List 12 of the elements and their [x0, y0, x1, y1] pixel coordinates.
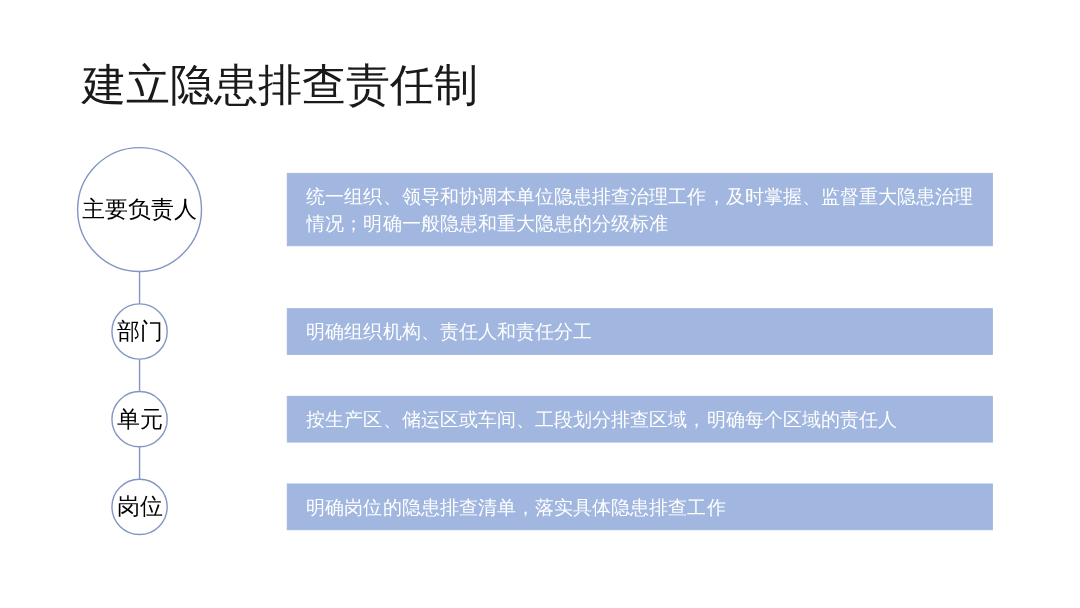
node-box: 明确岗位的隐患排查清单，落实具体隐患排查工作 — [286, 483, 993, 531]
connector — [138, 446, 141, 480]
node-box: 按生产区、储运区或车间、工段划分排查区域，明确每个区域的责任人 — [286, 395, 993, 443]
node-circle: 主要负责人 — [76, 146, 203, 273]
connector — [138, 358, 141, 393]
node-box: 统一组织、领导和协调本单位隐患排查治理工作，及时掌握、监督重大隐患治理情况；明确一般隐患和重大隐患的分级标准 — [286, 172, 993, 247]
node-box: 明确组织机构、责任人和责任分工 — [286, 308, 993, 355]
connector — [138, 270, 141, 305]
node-circle: 岗位 — [111, 478, 168, 536]
node-circle: 部门 — [111, 303, 168, 360]
slide-title: 建立隐患排查责任制 — [82, 59, 478, 111]
node-circle: 单元 — [111, 390, 168, 448]
